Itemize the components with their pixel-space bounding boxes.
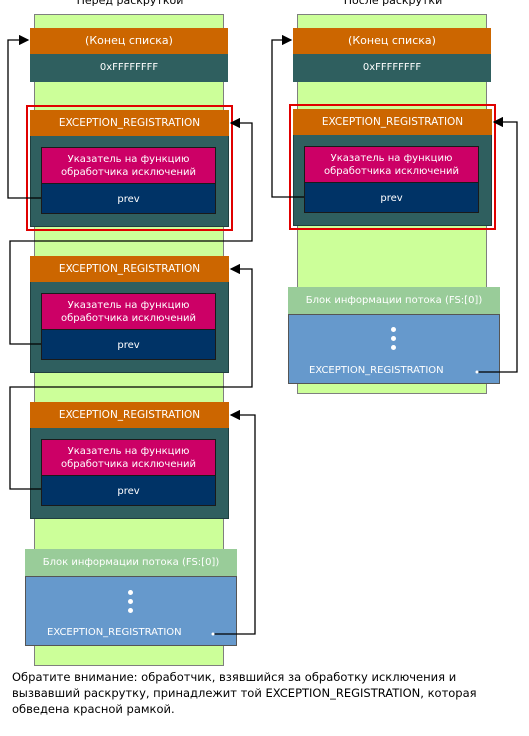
left-arrow-prev-1-to-end [7,34,41,199]
right-arrow-prev-to-end [271,34,304,198]
left-arrow-prev-3-to-record-2 [9,263,253,490]
left-record-1-handler: Указатель на функцию обработчика исключе… [41,147,216,184]
left-tib-pointer-label: EXCEPTION_REGISTRATION [47,627,182,638]
left-record-2-prev: prev [41,329,216,360]
right-record-1-handler: Указатель на функцию обработчика исключе… [304,146,479,183]
left-tib-ellipsis-dot [128,608,133,613]
left-record-1-prev: prev [41,183,216,214]
left-record-2-title: EXCEPTION_REGISTRATION [30,256,229,282]
right-end-of-list: (Конец списка) [293,28,491,54]
right-highlight-frame [289,104,496,230]
right-tib-ellipsis-dot [391,327,396,332]
left-end-value: 0xFFFFFFFF [30,54,228,82]
right-record-1-prev: prev [304,182,479,213]
left-record-3-title: EXCEPTION_REGISTRATION [30,402,229,428]
left-highlight-frame [26,105,233,231]
left-arrow-prev-2-to-record-1 [9,117,253,345]
left-record-2-handler: Указатель на функцию обработчика исключе… [41,293,216,330]
right-tib-title: Блок информации потока (FS:[0]) [288,287,500,314]
left-record-1-title: EXCEPTION_REGISTRATION [30,110,229,136]
right-end-value: 0xFFFFFFFF [293,54,491,82]
right-arrow-tib-to-record [478,116,518,373]
left-tib-ellipsis-dot [128,590,133,595]
right-tib-ellipsis-dot [391,345,396,350]
caption-note: Обратите внимание: обработчик, взявшийся… [12,670,477,716]
right-record-1-title: EXCEPTION_REGISTRATION [293,109,492,135]
left-end-of-list: (Конец списка) [30,28,228,54]
left-tib-title: Блок информации потока (FS:[0]) [25,549,237,576]
right-column-title: После раскрутки [343,0,443,7]
right-tib-pointer-label: EXCEPTION_REGISTRATION [309,365,444,376]
left-column-title: Перед раскруткой [76,0,184,7]
left-tib-ellipsis-dot [128,599,133,604]
right-tib-ellipsis-dot [391,336,396,341]
left-record-3-prev: prev [41,475,216,506]
left-record-3-handler: Указатель на функцию обработчика исключе… [41,439,216,476]
left-arrow-tib-to-record-3 [214,409,256,635]
